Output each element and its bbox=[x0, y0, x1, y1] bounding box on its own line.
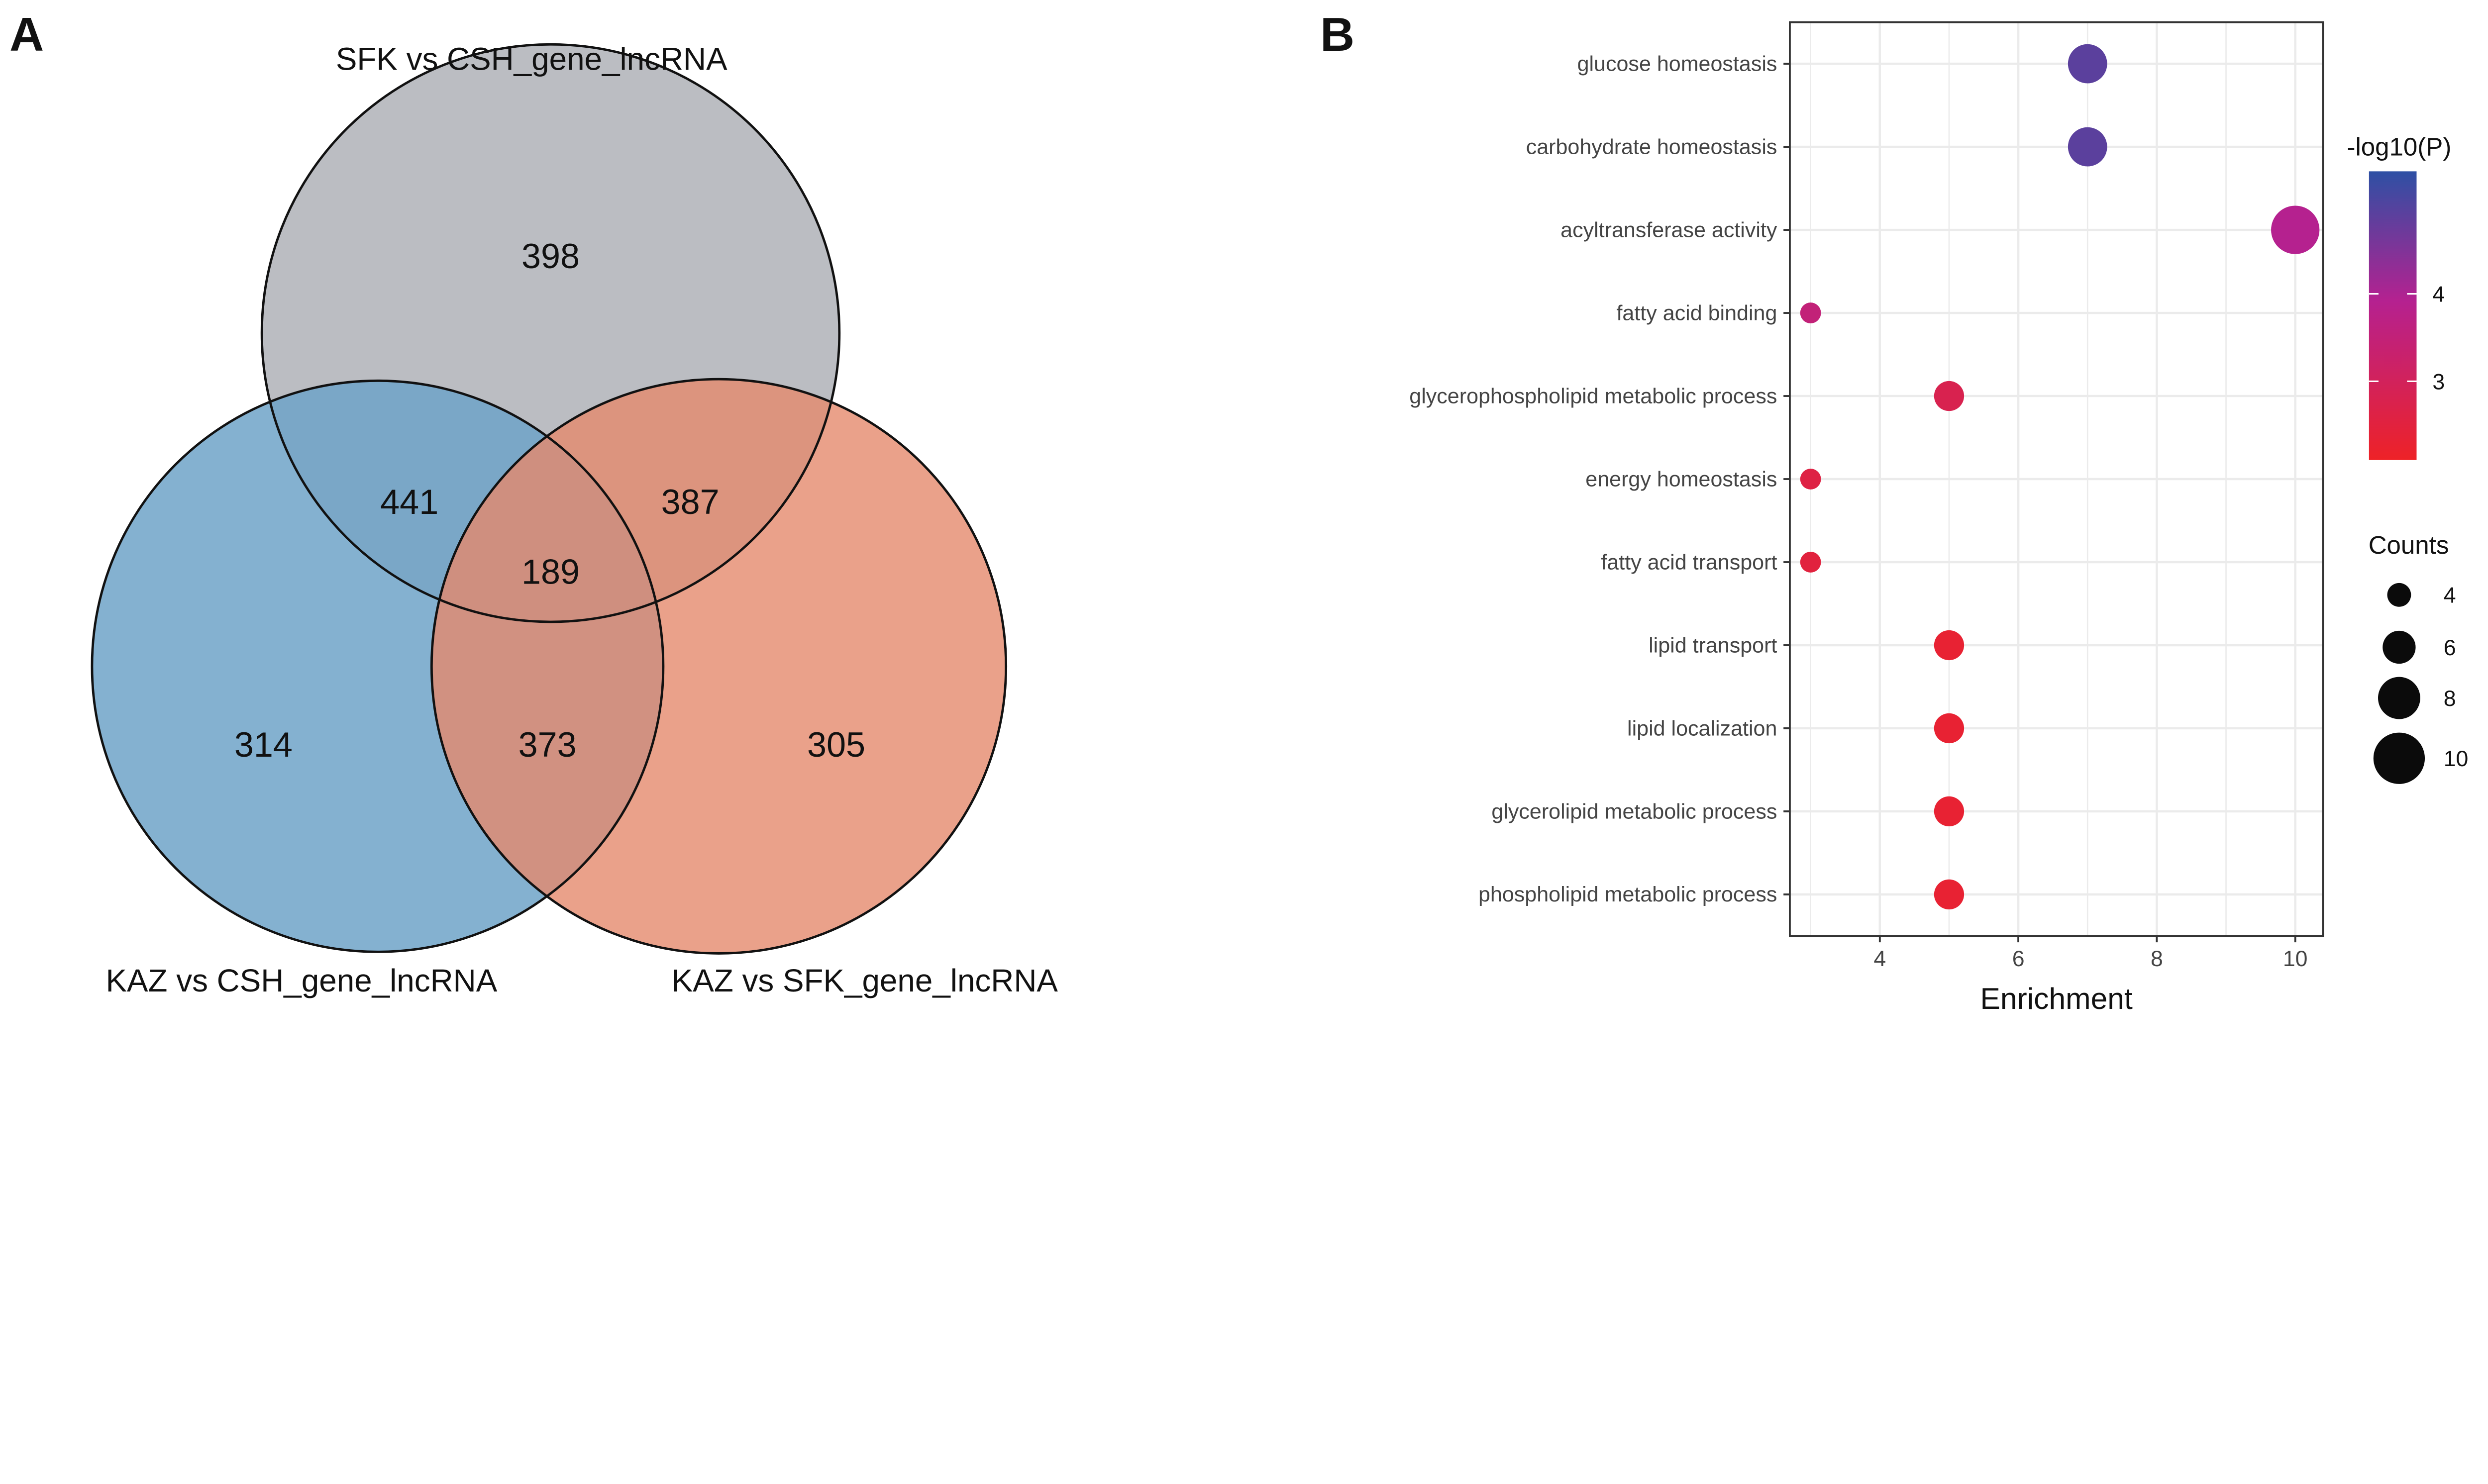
grid bbox=[1789, 22, 2323, 936]
y-tick-label: acyltransferase activity bbox=[1560, 218, 1777, 242]
venn-count-kazcsh-only: 314 bbox=[234, 725, 293, 764]
dot-glycerophospholipid-metabolic-process bbox=[1934, 381, 1965, 411]
x-tick-label: 10 bbox=[2283, 947, 2308, 971]
size-legend-title: Counts bbox=[2369, 531, 2449, 559]
venn-outline-kaz-csh bbox=[91, 379, 665, 953]
venn-outline-sfk-csh bbox=[260, 43, 841, 623]
size-legend: Counts 4 6 8 10 bbox=[2369, 531, 2469, 784]
size-legend-label: 6 bbox=[2444, 636, 2456, 660]
panel-label-b: B bbox=[1320, 8, 1354, 61]
color-legend: -log10(P) 4 3 bbox=[2347, 132, 2451, 460]
size-legend-dot bbox=[2378, 677, 2420, 719]
color-bar bbox=[2369, 171, 2417, 460]
venn-set-label-kaz-csh: KAZ vs CSH_gene_lncRNA bbox=[105, 963, 497, 998]
y-axis-labels: glucose homeostasis carbohydrate homeosta… bbox=[1409, 52, 1790, 906]
plot-border bbox=[1789, 21, 2324, 937]
dot-lipid-transport bbox=[1934, 630, 1965, 661]
venn-set-label-sfk-csh: SFK vs CSH_gene_lncRNA bbox=[336, 41, 727, 77]
figure: A B SFK vs CSH_gene_lncRNA KAZ vs CSH_ge… bbox=[9, 8, 2469, 1015]
y-tick-label: carbohydrate homeostasis bbox=[1526, 135, 1777, 159]
venn-count-kazcsh-kazsfk: 373 bbox=[518, 725, 577, 764]
venn-count-all: 189 bbox=[521, 552, 580, 591]
y-tick-label: glucose homeostasis bbox=[1577, 52, 1777, 76]
size-legend-dot bbox=[2383, 630, 2416, 664]
venn-circle-kaz-sfk bbox=[431, 379, 1006, 954]
x-tick-label: 4 bbox=[1873, 947, 1886, 971]
x-axis-title: Enrichment bbox=[1980, 982, 2133, 1015]
dot-fatty-acid-transport bbox=[1800, 552, 1821, 573]
dot-carbohydrate-homeostasis bbox=[2068, 127, 2107, 167]
y-tick-label: lipid transport bbox=[1649, 633, 1777, 657]
y-tick-label: energy homeostasis bbox=[1585, 467, 1777, 491]
venn-count-sfk-kazcsh: 441 bbox=[380, 482, 438, 521]
dot-energy-homeostasis bbox=[1800, 469, 1821, 490]
color-legend-title: -log10(P) bbox=[2347, 132, 2451, 161]
size-legend-dot bbox=[2387, 583, 2411, 607]
color-tick-label: 4 bbox=[2432, 283, 2445, 307]
dot-lipid-localization bbox=[1934, 713, 1965, 744]
venn-outline-kaz-sfk bbox=[430, 378, 1008, 955]
dot-glucose-homeostasis bbox=[2068, 44, 2107, 84]
dot-plot: glucose homeostasis carbohydrate homeosta… bbox=[1409, 21, 2324, 1015]
size-legend-label: 4 bbox=[2444, 584, 2456, 608]
y-tick-label: glycerophospholipid metabolic process bbox=[1409, 384, 1777, 408]
x-tick-label: 8 bbox=[2151, 947, 2163, 971]
dot-acyltransferase-activity bbox=[2271, 205, 2320, 254]
color-tick-label: 3 bbox=[2432, 370, 2445, 394]
dot-phospholipid-metabolic-process bbox=[1934, 879, 1965, 910]
dot-fatty-acid-binding bbox=[1800, 302, 1821, 323]
venn-diagram: SFK vs CSH_gene_lncRNA KAZ vs CSH_gene_l… bbox=[91, 41, 1058, 998]
dots bbox=[1800, 44, 2320, 910]
venn-count-sfk-only: 398 bbox=[521, 236, 580, 276]
y-tick-label: fatty acid binding bbox=[1616, 301, 1777, 325]
size-legend-dot bbox=[2373, 732, 2425, 784]
y-tick-label: glycerolipid metabolic process bbox=[1491, 799, 1777, 823]
dot-glycerolipid-metabolic-process bbox=[1934, 796, 1965, 827]
venn-set-label-kaz-sfk: KAZ vs SFK_gene_lncRNA bbox=[672, 963, 1058, 998]
size-legend-label: 10 bbox=[2444, 747, 2469, 771]
y-tick-label: phospholipid metabolic process bbox=[1478, 883, 1777, 906]
x-tick-label: 6 bbox=[2012, 947, 2025, 971]
x-axis-ticks: 4 6 8 10 bbox=[1873, 936, 2308, 971]
venn-count-sfk-kazsfk: 387 bbox=[661, 482, 720, 521]
size-legend-label: 8 bbox=[2444, 687, 2456, 711]
y-tick-label: fatty acid transport bbox=[1601, 550, 1777, 574]
venn-count-kazsfk-only: 305 bbox=[807, 725, 865, 764]
y-tick-label: lipid localization bbox=[1627, 716, 1777, 740]
panel-label-a: A bbox=[9, 8, 44, 61]
